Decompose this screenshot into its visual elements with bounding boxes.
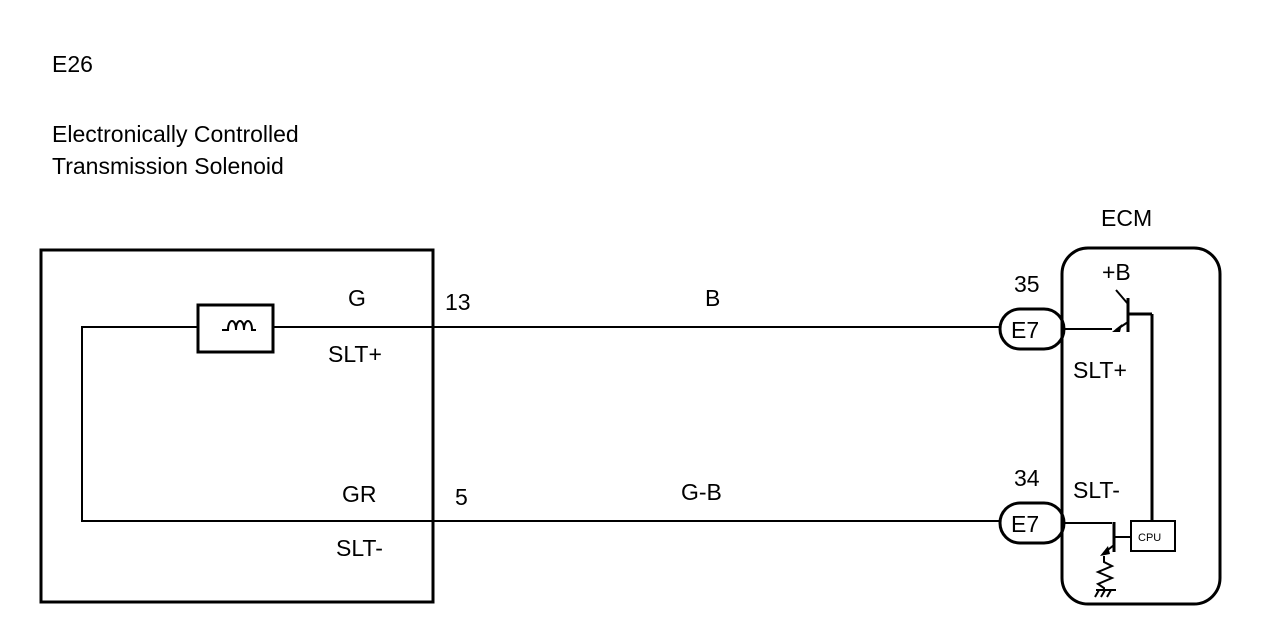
ecm-box — [1060, 246, 1222, 606]
ecm-terminal-slt-minus: SLT- — [1073, 477, 1120, 503]
pin-13: 13 — [445, 289, 471, 315]
pin-5: 5 — [455, 484, 468, 510]
ecm-pin-34: 34 — [1014, 465, 1040, 491]
ecm-label: ECM — [1101, 205, 1152, 231]
transistor-lower-icon — [1100, 522, 1131, 556]
terminal-slt-plus: SLT+ — [328, 341, 382, 367]
cpu-label: CPU — [1138, 532, 1161, 544]
component-name-line1: Electronically Controlled — [52, 121, 299, 147]
cpu-icon: CPU — [1130, 520, 1176, 552]
ground-icon — [1094, 589, 1116, 598]
resistor-icon — [1095, 556, 1115, 590]
color-code-gr: GR — [342, 481, 377, 507]
coil-icon — [196, 303, 275, 354]
wire-color-g-b: G-B — [681, 479, 722, 505]
solenoid-internal-wire — [81, 326, 433, 522]
ecm-terminal-slt-plus: SLT+ — [1073, 357, 1127, 383]
connector-e7-upper: E7 — [998, 307, 1066, 351]
wire-color-b: B — [705, 285, 720, 311]
ecm-pin-35: 35 — [1014, 271, 1040, 297]
color-code-g: G — [348, 285, 366, 311]
component-code: E26 — [52, 51, 93, 77]
supply-label: +B — [1102, 259, 1131, 285]
connector-e7-lower: E7 — [998, 501, 1066, 545]
solenoid-box — [39, 248, 435, 604]
svg-text:E7: E7 — [1011, 317, 1039, 343]
transistor-upper-icon — [1112, 289, 1152, 332]
terminal-slt-minus: SLT- — [336, 535, 383, 561]
component-name-line2: Transmission Solenoid — [52, 153, 284, 179]
svg-text:E7: E7 — [1011, 511, 1039, 537]
